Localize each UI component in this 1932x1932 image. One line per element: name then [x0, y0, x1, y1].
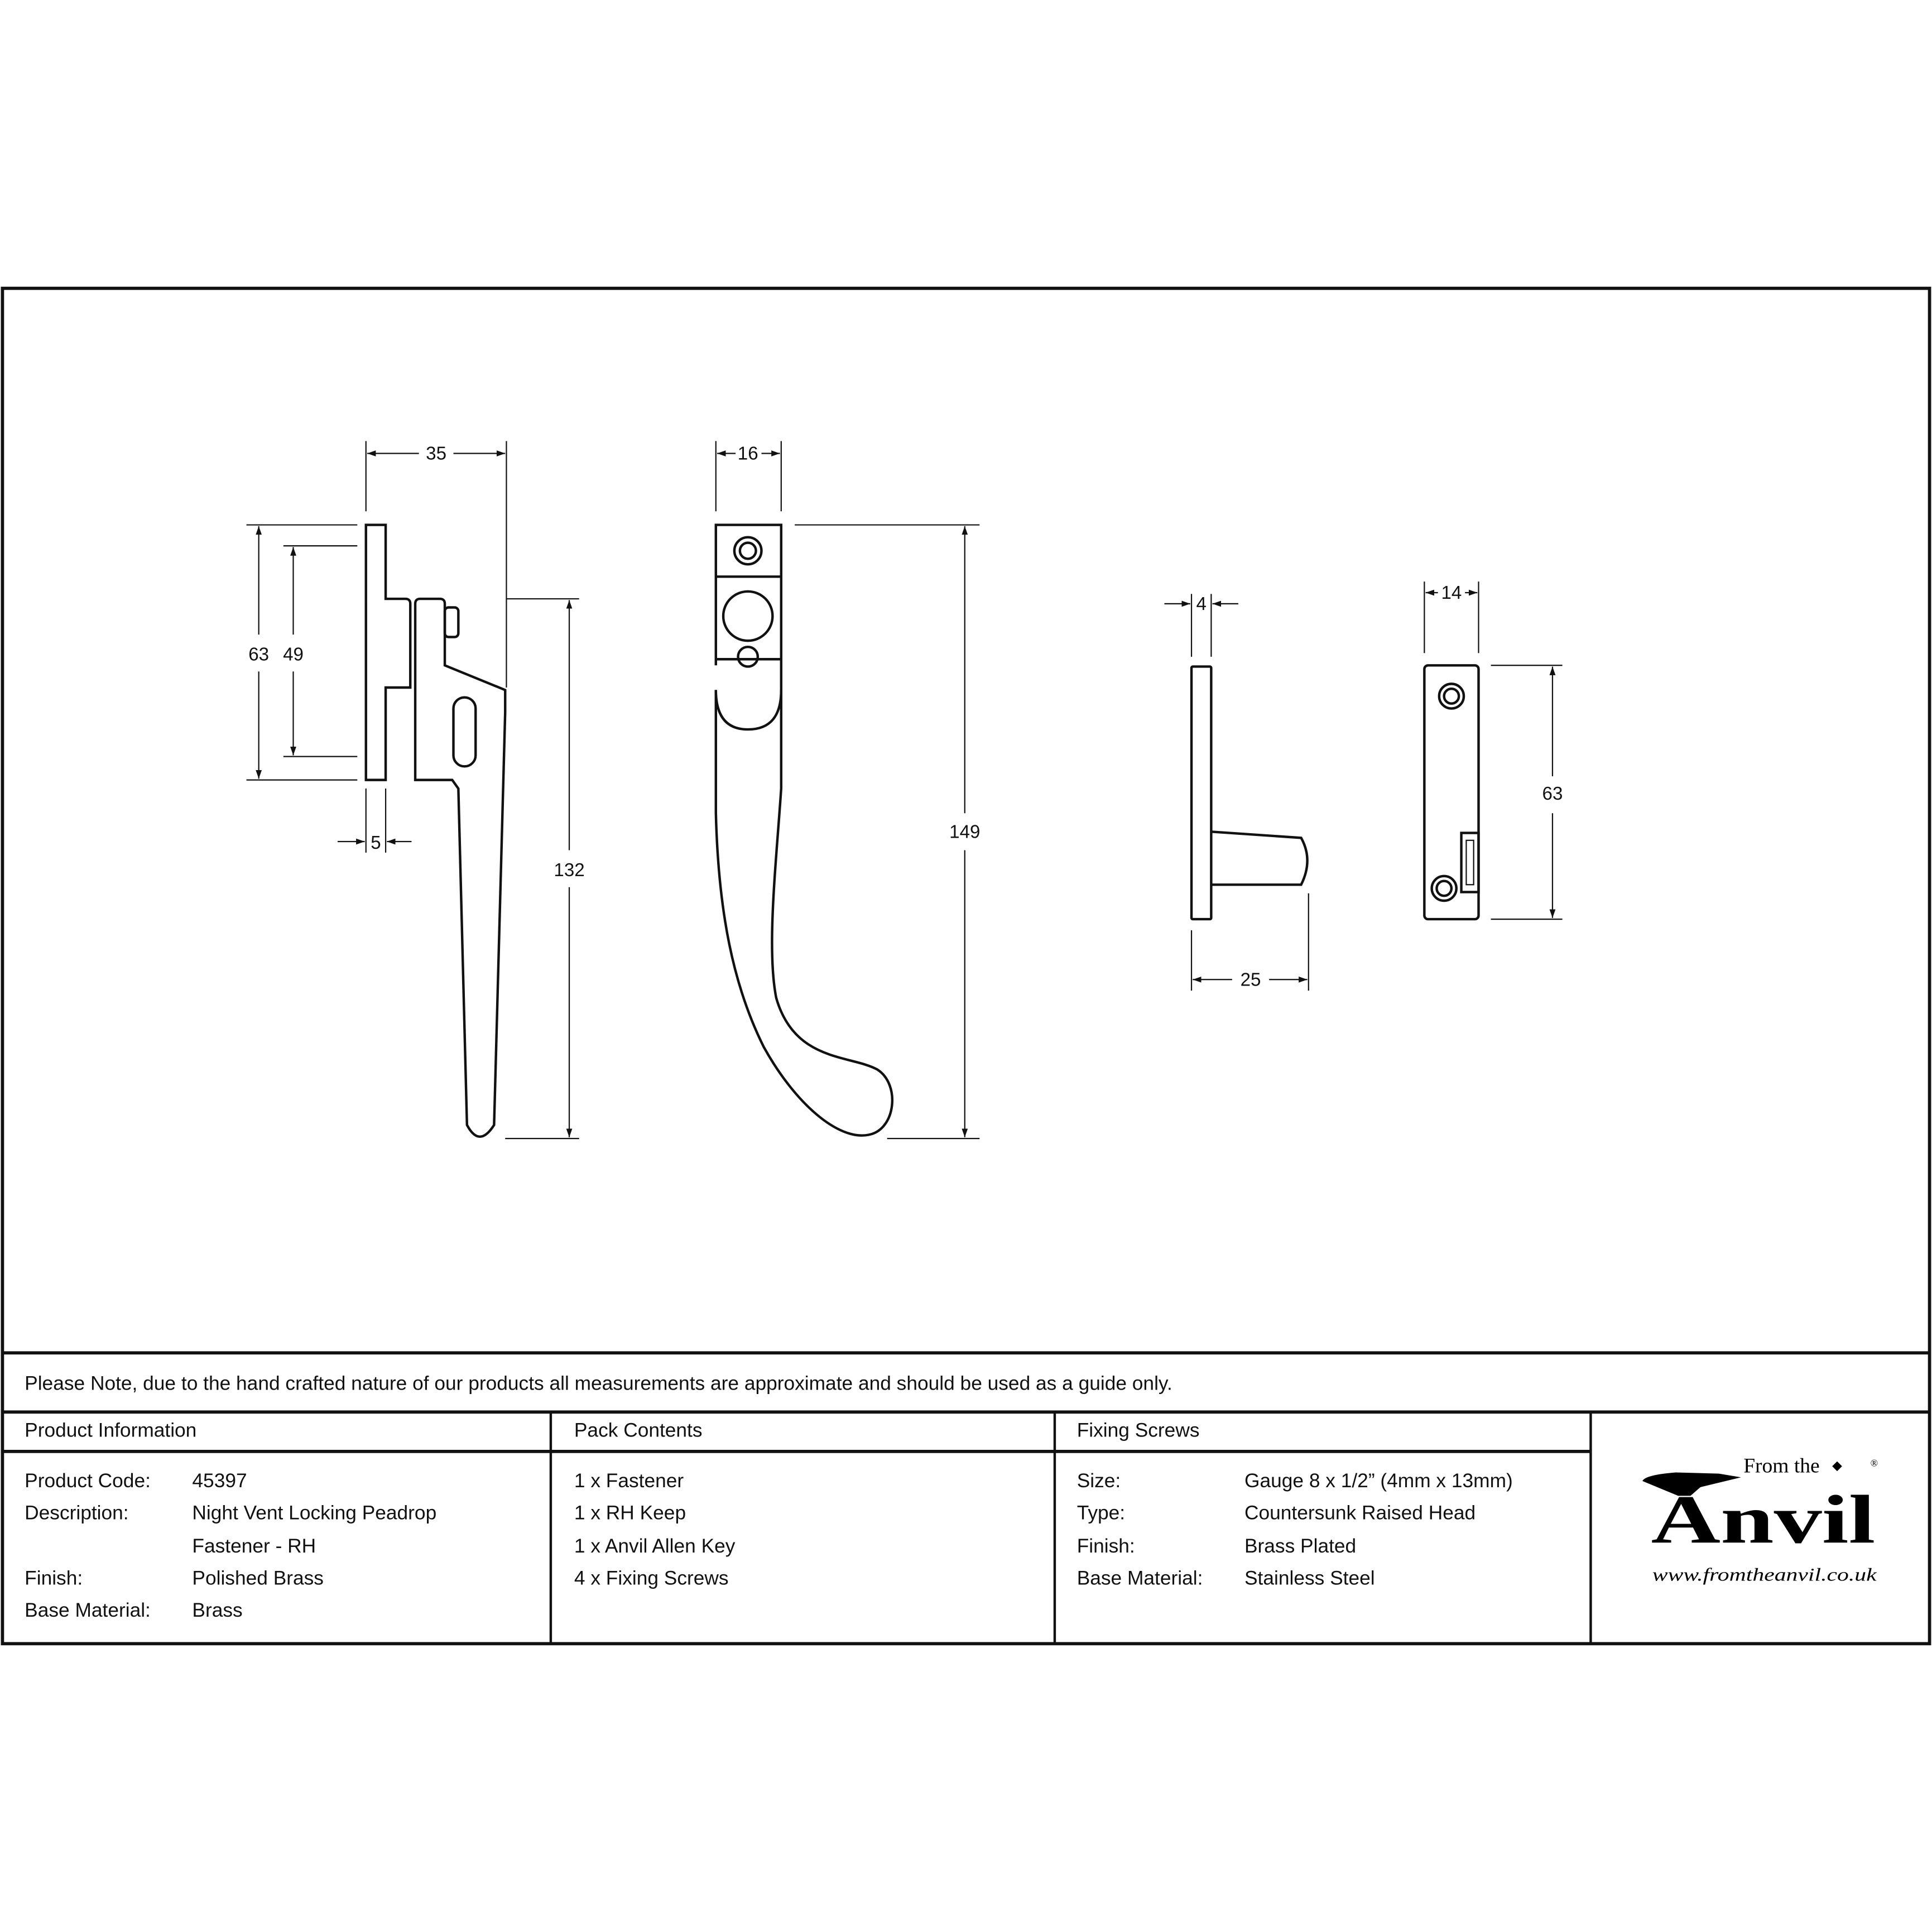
anvil-icon: [1642, 1472, 1741, 1496]
dimension-25: 25: [1190, 893, 1309, 991]
dimension-label: 149: [949, 821, 980, 842]
logo-brand: Anvil: [1651, 1481, 1876, 1558]
screw-hole: [733, 536, 763, 566]
row-value: Gauge 8 x 1/2” (4mm x 13mm): [1244, 1470, 1513, 1492]
row-value: Polished Brass: [192, 1567, 324, 1589]
fixing-screws-header: Fixing Screws: [1077, 1419, 1200, 1441]
peardrop-lever: [714, 690, 894, 1137]
dimension-63-keep: 63: [1491, 665, 1563, 920]
measurement-note: Please Note, due to the hand crafted nat…: [25, 1373, 1172, 1395]
keep-plate-front: [1423, 664, 1480, 921]
pack-item: 1 x Fastener: [574, 1470, 684, 1492]
fastener-front-view: [714, 523, 894, 1137]
row-label: Finish:: [1077, 1535, 1135, 1557]
row-label: Finish:: [25, 1567, 83, 1589]
row-label: Size:: [1077, 1470, 1121, 1492]
dimension-label: 63: [1542, 784, 1563, 804]
sheet-border: [1, 286, 1931, 1646]
keep-projection: [1211, 830, 1309, 886]
dimension-63-plate: 63: [246, 524, 358, 781]
dimension-label: 4: [1196, 594, 1206, 614]
dimension-label: 25: [1241, 969, 1261, 990]
row-label: Base Material:: [25, 1599, 151, 1621]
dimension-label: 35: [426, 444, 446, 464]
keep-side-view: [1190, 665, 1309, 921]
row-label: Product Code:: [25, 1470, 151, 1492]
dimension-16: 16: [715, 441, 782, 512]
row-value: Brass: [192, 1599, 242, 1621]
row-label: Description:: [25, 1502, 128, 1524]
info-table: Please Note, due to the hand crafted nat…: [2, 1351, 1930, 1644]
row-value: 45397: [192, 1470, 247, 1492]
product-information-header: Product Information: [25, 1419, 196, 1441]
dimension-149: 149: [795, 524, 980, 1140]
pack-item: 1 x RH Keep: [574, 1502, 686, 1524]
dimension-14: 14: [1424, 581, 1479, 653]
dimension-label: 5: [371, 833, 381, 853]
screw-hole: [1430, 874, 1458, 902]
logo-from-the: From the: [1743, 1454, 1820, 1477]
dimension-4: 4: [1164, 594, 1238, 657]
row-label: Type:: [1077, 1502, 1125, 1524]
logo-registered: ®: [1871, 1457, 1878, 1468]
dimension-132: 132: [505, 598, 585, 1140]
key-hole: [737, 645, 760, 668]
row-value: Stainless Steel: [1244, 1567, 1375, 1589]
logo-url: www.fromtheanvil.co.uk: [1652, 1565, 1877, 1585]
logo-diamond: [1832, 1461, 1842, 1472]
from-the-anvil-logo: From the ® Anvil www.fromtheanvil.co.uk: [1642, 1454, 1878, 1585]
fastener-back-plate: [364, 523, 412, 781]
dimension-label: 132: [554, 860, 584, 881]
dimension-5: 5: [337, 789, 412, 853]
dimension-label: 49: [283, 644, 304, 665]
row-value: Night Vent Locking Peadrop: [192, 1502, 436, 1524]
lock-barrel: [722, 590, 774, 642]
pack-item: 4 x Fixing Screws: [574, 1567, 729, 1589]
row-value: Fastener - RH: [192, 1535, 316, 1557]
pack-contents-header: Pack Contents: [574, 1419, 703, 1441]
dimension-35: 35: [365, 441, 507, 688]
keep-plate-side: [1190, 665, 1213, 921]
keep-front-view: [1423, 664, 1480, 921]
keep-slot: [1460, 832, 1480, 893]
row-value: Brass Plated: [1244, 1535, 1356, 1557]
locking-pin: [443, 606, 460, 638]
dimension-label: 14: [1441, 583, 1462, 603]
row-label: Base Material:: [1077, 1567, 1203, 1589]
dimension-label: 16: [738, 444, 758, 464]
dimension-label: 63: [248, 644, 269, 665]
fastener-handle-profile: [414, 597, 507, 1138]
pack-item: 1 x Anvil Allen Key: [574, 1535, 736, 1557]
handle-slot: [452, 696, 477, 768]
screw-hole: [1438, 683, 1465, 710]
dimension-49: 49: [283, 545, 358, 757]
row-value: Countersunk Raised Head: [1244, 1502, 1476, 1524]
fastener-side-view: [364, 523, 507, 1138]
